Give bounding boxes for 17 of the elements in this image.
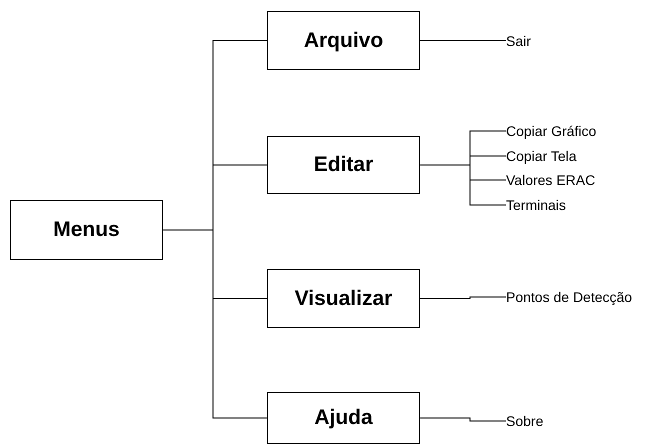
menu-item-label: Sair	[506, 33, 531, 49]
menu-item-label: Copiar Gráfico	[506, 123, 596, 139]
menu-item-label: Sobre	[506, 413, 544, 429]
connector-line	[420, 296, 506, 299]
connector-line	[420, 164, 506, 206]
menu-box: Visualizar	[267, 269, 420, 328]
connector-line	[162, 230, 268, 418]
menu-item-label: Terminais	[506, 197, 566, 213]
menu-item-label: Pontos de Detecção	[506, 289, 632, 305]
menu-item-label: Valores ERAC	[506, 172, 596, 188]
connector-line	[420, 40, 506, 41]
menu-box: Menus	[10, 200, 163, 260]
connector-line	[420, 418, 506, 422]
menu-box: Editar	[267, 136, 420, 194]
menu-box: Arquivo	[267, 11, 420, 70]
menu-box: Ajuda	[267, 392, 420, 444]
menu-item-label: Copiar Tela	[506, 148, 577, 164]
